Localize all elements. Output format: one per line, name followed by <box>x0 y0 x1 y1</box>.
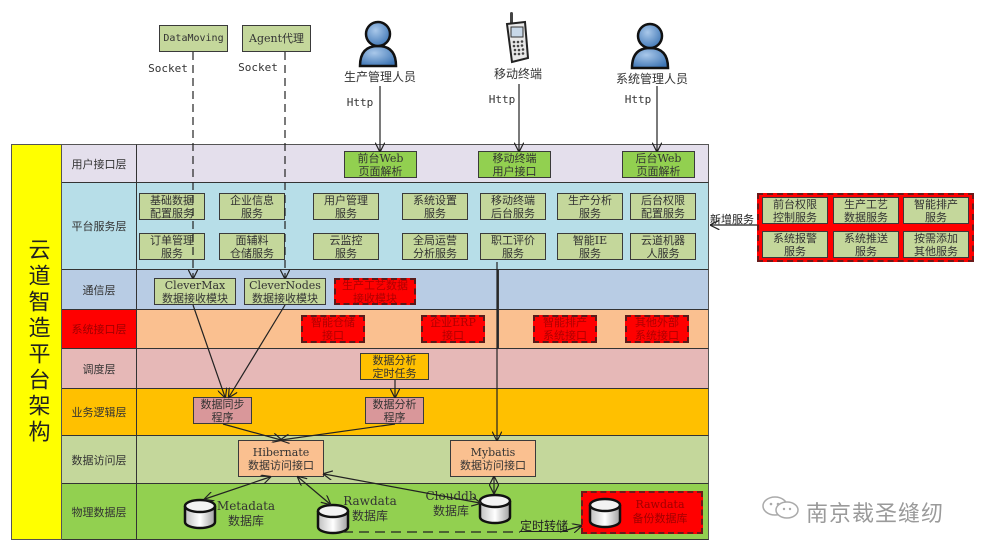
platform-service-box: 全局运营 分析服务 <box>402 233 468 260</box>
clouddb-db-icon <box>478 493 512 525</box>
platform-service-box: 后台权限 配置服务 <box>630 193 696 220</box>
layer-label: 用户接口层 <box>62 144 136 183</box>
new-service-box: 系统报警 服务 <box>762 231 828 258</box>
agent-proxy-box: Agent代理 <box>242 25 311 52</box>
sys-admin-label: 系统管理人员 <box>615 72 688 86</box>
metadata-db-icon <box>183 498 217 530</box>
socket-label-1: Socket <box>148 62 188 75</box>
new-services-label: 新增服务 <box>710 213 754 226</box>
platform-service-box: 基础数据 配置服务 <box>139 193 205 220</box>
new-service-box: 前台权限 控制服务 <box>762 197 828 224</box>
layer-label-text: 调度层 <box>82 362 116 376</box>
layer-label: 数据访问层 <box>62 436 136 484</box>
production-staff-label: 生产管理人员 <box>343 70 416 84</box>
layer-label: 系统接口层 <box>62 310 136 349</box>
wechat-icon <box>762 496 799 519</box>
platform-service-box: 移动终端 后台服务 <box>480 193 546 220</box>
platform-service-box: 用户管理 服务 <box>313 193 379 220</box>
rawdata-backup-label: Rawdata 备份数据库 <box>632 498 688 525</box>
external-system-interface: 其他外部 系统接口 <box>625 315 689 343</box>
new-service-box: 生产工艺 数据服务 <box>833 197 899 224</box>
platform-service-box: 生产分析 服务 <box>557 193 623 220</box>
http-label-2: Http <box>488 93 516 106</box>
data-analysis-program: 数据分析 程序 <box>365 397 424 424</box>
layer-label-text: 用户接口层 <box>71 157 127 171</box>
back-web-parser: 后台Web 页面解析 <box>622 151 695 178</box>
platform-service-box: 智能IE 服务 <box>557 233 623 260</box>
new-service-box: 系统推送 服务 <box>833 231 899 258</box>
clouddb-db-label: Clouddb 数据库 <box>425 489 477 518</box>
layer-label-text: 数据访问层 <box>71 453 127 467</box>
lane-divider <box>497 270 499 349</box>
layer-lane <box>136 436 709 484</box>
mobile-terminal-label: 移动终端 <box>493 67 542 81</box>
analysis-scheduled-task: 数据分析 定时任务 <box>360 353 429 380</box>
mybatis-interface: Mybatis 数据访问接口 <box>450 440 536 477</box>
smart-warehouse-interface: 智能仓储 接口 <box>301 315 365 343</box>
hibernate-interface: Hibernate 数据访问接口 <box>238 440 324 477</box>
clevernodes-module: CleverNodes 数据接收模块 <box>244 278 326 305</box>
platform-service-box: 企业信息 服务 <box>219 193 285 220</box>
platform-service-box: 订单管理 服务 <box>139 233 205 260</box>
platform-service-box: 系统设置 服务 <box>402 193 468 220</box>
layer-label: 调度层 <box>62 349 136 389</box>
platform-service-box: 云道机器 人服务 <box>630 233 696 260</box>
new-service-box: 按需添加 其他服务 <box>903 231 969 258</box>
layer-label: 物理数据层 <box>62 484 136 540</box>
layer-label-text: 平台服务层 <box>71 220 127 233</box>
smart-scheduling-interface: 智能排产 系统接口 <box>533 315 597 343</box>
new-service-box: 智能排产 服务 <box>903 197 969 224</box>
datamoving-box: DataMoving <box>159 25 228 52</box>
erp-interface: 企业ERP 接口 <box>421 315 485 343</box>
process-data-module: 生产工艺数据 接收模块 <box>334 278 416 305</box>
rawdata-backup-db-icon <box>588 497 622 529</box>
platform-title: 云道智造平台架构 <box>24 238 50 446</box>
scheduled-transfer-label: 定时转储 <box>520 519 569 533</box>
layer-label-text: 业务逻辑层 <box>71 406 127 419</box>
platform-service-box: 云监控 服务 <box>313 233 379 260</box>
http-label-1: Http <box>346 96 374 109</box>
watermark-text: 南京裁圣缝纫 <box>806 502 945 527</box>
rawdata-db-label: Rawdata 数据库 <box>343 494 397 523</box>
sys-admin-person-icon <box>630 22 670 70</box>
mobile-user-interface: 移动终端 用户接口 <box>478 151 551 178</box>
http-label-3: Http <box>624 93 652 106</box>
layer-label-text: 物理数据层 <box>71 505 127 519</box>
layer-lane <box>136 144 709 183</box>
metadata-db-label: Metadata 数据库 <box>216 499 276 528</box>
platform-service-box: 职工评价 服务 <box>480 233 546 260</box>
socket-label-2: Socket <box>238 61 278 74</box>
production-staff-person-icon <box>358 20 398 68</box>
mobile-phone-icon <box>505 12 530 64</box>
layer-label-text: 通信层 <box>82 283 116 297</box>
platform-service-box: 面辅料 仓储服务 <box>219 233 285 260</box>
clevermax-module: CleverMax 数据接收模块 <box>154 278 236 305</box>
data-sync-program: 数据同步 程序 <box>193 397 252 424</box>
layer-label-text: 系统接口层 <box>71 323 127 336</box>
layer-label: 通信层 <box>62 270 136 310</box>
layer-label: 业务逻辑层 <box>62 389 136 436</box>
layer-label: 平台服务层 <box>62 183 136 270</box>
platform-title-column: 云道智造平台架构 <box>11 144 62 540</box>
front-web-parser: 前台Web 页面解析 <box>344 151 417 178</box>
